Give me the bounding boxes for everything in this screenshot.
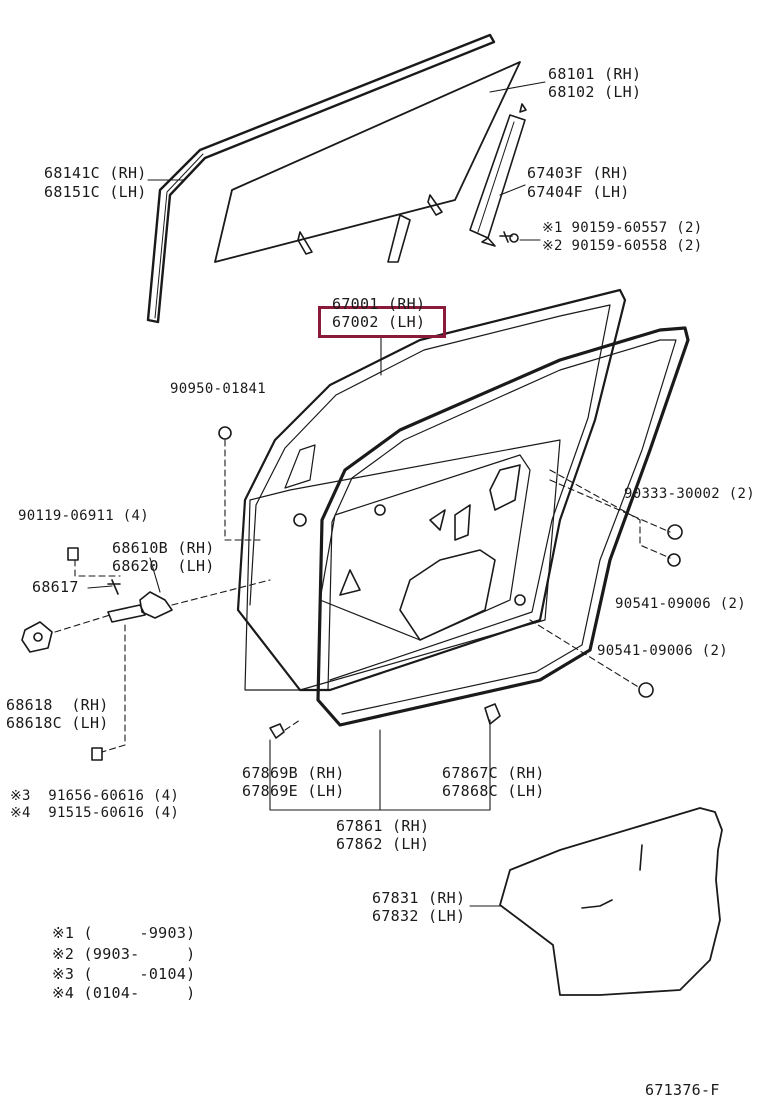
label-67869e[interactable]: 67869E (LH) [242,782,345,800]
label-68617[interactable]: 68617 [32,578,79,596]
label-68102[interactable]: 68102 (LH) [548,83,642,101]
label-67867c[interactable]: 67867C (RH) [442,764,545,782]
label-67862[interactable]: 67862 (LH) [336,835,430,853]
inner-door-panel [244,439,561,691]
label-68101[interactable]: 68101 (RH) [548,65,642,83]
label-67002[interactable]: 67002 (LH) [332,313,426,331]
label-68610b[interactable]: 68610B (RH) [112,539,215,557]
footnote-3: ※3 ( -0104) [52,965,196,983]
label-91656[interactable]: ※3 91656-60616 (4) [10,788,180,804]
label-67831[interactable]: 67831 (RH) [372,889,466,907]
label-90541-a[interactable]: 90541-09006 (2) [615,596,746,612]
label-67868c[interactable]: 67868C (LH) [442,782,545,800]
figure-code: 671376-F [645,1081,720,1099]
highlight-box [318,306,446,338]
label-90119[interactable]: 90119-06911 (4) [18,508,149,524]
door-frame [236,288,627,692]
service-hole-cover [499,807,723,996]
hinge [21,547,173,761]
label-68618[interactable]: 68618 (RH) [6,696,109,714]
door-weatherstrip [316,326,690,727]
label-90333[interactable]: 90333-30002 (2) [624,486,755,502]
label-67869b[interactable]: 67869B (RH) [242,764,345,782]
window-run-channel [146,33,496,324]
label-90950[interactable]: 90950-01841 [170,381,267,397]
label-67403f[interactable]: 67403F (RH) [527,164,630,182]
label-67404f[interactable]: 67404F (LH) [527,183,630,201]
label-90541-b[interactable]: 90541-09006 (2) [597,643,728,659]
label-68141c[interactable]: 68141C (RH) [44,164,147,182]
label-90159-b[interactable]: ※2 90159-60558 (2) [542,238,703,254]
door-glass [214,61,521,263]
label-67001[interactable]: 67001 (RH) [332,295,426,313]
footnote-1: ※1 ( -9903) [52,924,196,942]
label-68618c[interactable]: 68618C (LH) [6,714,109,732]
label-68620[interactable]: 68620 (LH) [112,557,215,575]
footnote-4: ※4 (0104- ) [52,984,196,1002]
label-67832[interactable]: 67832 (LH) [372,907,466,925]
label-68151c[interactable]: 68151C (LH) [44,183,147,201]
label-91515[interactable]: ※4 91515-60616 (4) [10,805,180,821]
label-67861[interactable]: 67861 (RH) [336,817,430,835]
rear-run-channel [469,103,527,247]
footnote-2: ※2 (9903- ) [52,945,196,963]
label-90159-a[interactable]: ※1 90159-60557 (2) [542,220,703,236]
